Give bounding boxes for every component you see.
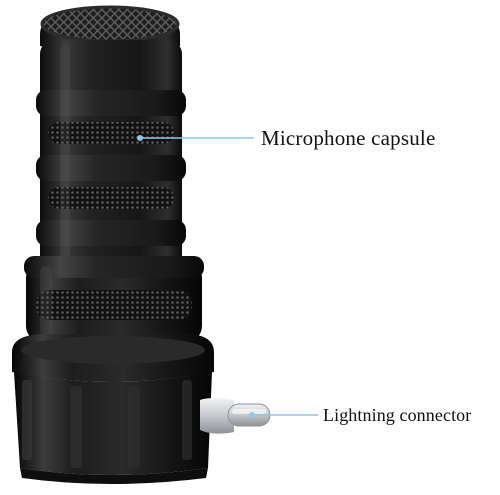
capsule-housing <box>36 40 186 272</box>
callout-lines <box>137 135 318 418</box>
callout-lightning-connector: Lightning connector <box>323 405 472 425</box>
collar <box>24 256 204 342</box>
callout-microphone-capsule: Microphone capsule <box>261 126 436 150</box>
base-mount <box>12 334 214 484</box>
